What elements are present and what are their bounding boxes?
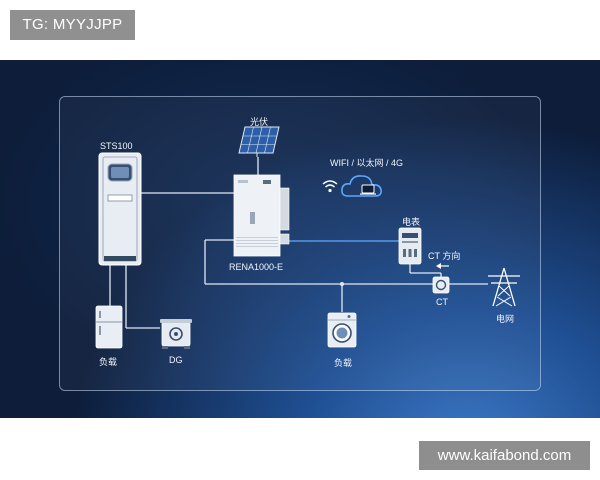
ct-label: CT <box>436 297 448 307</box>
wiring-lines <box>109 157 488 329</box>
site-watermark: www.kaifabond.com <box>419 441 590 470</box>
ct-direction-arrow-icon <box>436 263 449 269</box>
wifi-icon <box>322 180 338 193</box>
ct-direction-label: CT 方向 <box>428 251 461 261</box>
bus-junction <box>340 282 344 286</box>
meter-label: 电表 <box>402 217 421 227</box>
load-center-label: 负载 <box>334 358 353 368</box>
sts-label: STS100 <box>100 141 133 151</box>
washing-machine-icon <box>327 312 357 348</box>
comm-label: WIFI / 以太网 / 4G <box>330 158 404 168</box>
generator-icon <box>160 319 192 349</box>
ct-sensor-icon <box>432 276 450 294</box>
meter-icon <box>398 227 422 265</box>
fridge-icon <box>95 305 123 349</box>
cloud-icon <box>341 175 382 197</box>
pv-label: 光伏 <box>250 117 269 127</box>
energy-system-diagram: STS100 光伏 RENA1000-E WIFI / 以太网 / 4G <box>0 60 600 418</box>
power-tower-icon <box>488 267 520 307</box>
sts-cabinet-icon <box>98 152 142 266</box>
load-left-label: 负载 <box>99 357 118 367</box>
grid-label: 电网 <box>496 314 515 324</box>
dg-label: DG <box>169 355 183 365</box>
inverter-label: RENA1000-E <box>229 262 284 272</box>
tg-watermark: TG: MYYJJPP <box>10 10 135 40</box>
solar-panel-icon <box>238 126 280 157</box>
inverter-cabinet-icon <box>233 174 290 257</box>
